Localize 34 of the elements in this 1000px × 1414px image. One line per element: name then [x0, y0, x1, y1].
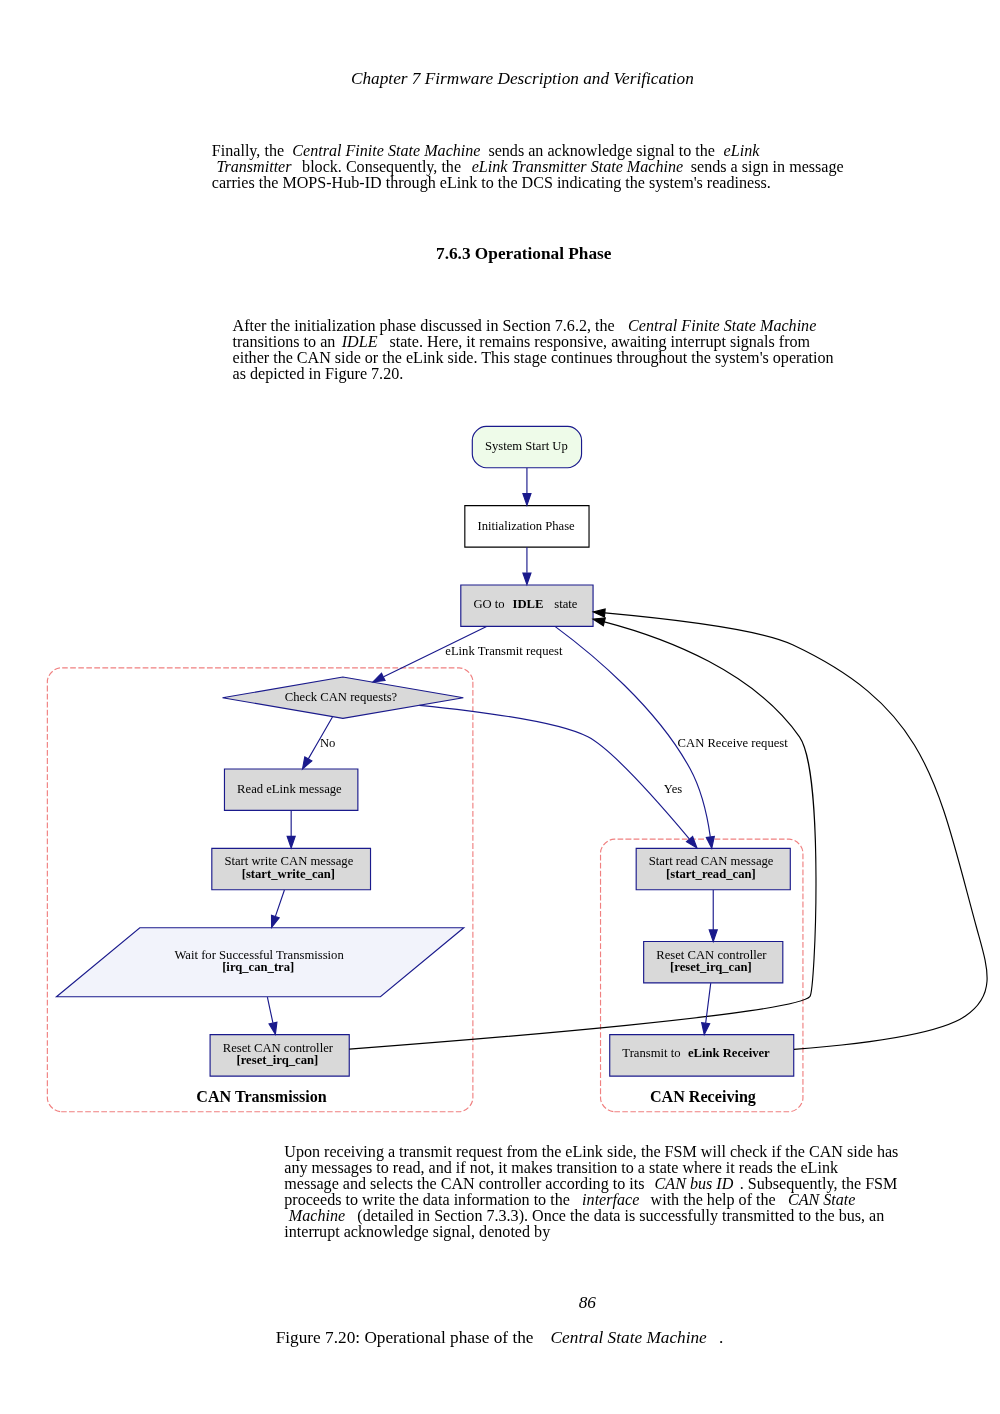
label: 86 [578, 1292, 596, 1312]
arrow [554, 625, 716, 850]
label: Finally, the Central Finite State Machine sends an acknowledge signal to the eLink Transmitter block. Consequently, the eLink Transmitter State Machine sends a sign in message carries the MOPS-Hub-ID through eLink to the DCS indicating the system's readiness. [211, 141, 844, 191]
edge-label: No [319, 735, 336, 750]
edge-label: Yes [663, 781, 683, 796]
node-box: Start read CAN message [start_read_can] [635, 847, 791, 890]
node-box: System Start Up [471, 425, 583, 468]
arrow [301, 715, 333, 770]
caption: Figure 7.20: Operational phase of the Central State Machine. [275, 1327, 724, 1347]
arrow [591, 607, 988, 1050]
arrow [286, 809, 296, 850]
arrow [522, 466, 532, 507]
edge-label: eLink Transmit request [445, 643, 563, 658]
node-box: Reset CAN controller [reset_irq_can] [209, 1033, 350, 1077]
arrow [266, 996, 278, 1036]
node-box: Transmit to eLink Receiver [609, 1033, 795, 1077]
node-box: GO to IDLE state [460, 583, 594, 627]
label: After the initialization phase discussed in Section 7.6.2, the Central Finite State Machine transitions to an IDLE state. Here, it remains responsive, awaiting interrupt signals from either the CAN side or the eLink side. This stage continues throughout the system's operation as depicted in Figure 7.20. [232, 316, 834, 382]
arrow [371, 625, 488, 683]
label: 7.6.3 Operational Phase [436, 243, 612, 263]
node-box: Reset CAN controller [reset_irq_can] [643, 940, 784, 983]
arrow [522, 546, 532, 586]
arrow [700, 982, 712, 1036]
edge-label: CAN Receive request [677, 735, 788, 750]
label: Chapter 7 Firmware Description and Verification [350, 68, 694, 88]
node-diamond: Check CAN requests? [221, 675, 464, 719]
node-box: Initialization Phase [464, 504, 590, 548]
node-box: Read eLink message [223, 767, 359, 811]
label: Upon receiving a transmit request from the eLink side, the FSM will check if the CAN side has any messages to read, and if not, it makes transition to a state where it reads the eLink message and selects the CAN controller according to its CAN bus ID. Subsequently, the FSM proceeds to write the data information to the interface with the help of the CAN State Machine (detailed in Section 7.3.3). Once the data is successfully transmitted to the bus, an interrupt acknowledge signal, denoted by [284, 1142, 899, 1240]
node-box: Start write CAN message [start_write_can] [211, 847, 372, 890]
arrow [348, 616, 817, 1050]
arrow [270, 888, 285, 929]
arrow [708, 888, 719, 943]
arrow [418, 704, 699, 849]
